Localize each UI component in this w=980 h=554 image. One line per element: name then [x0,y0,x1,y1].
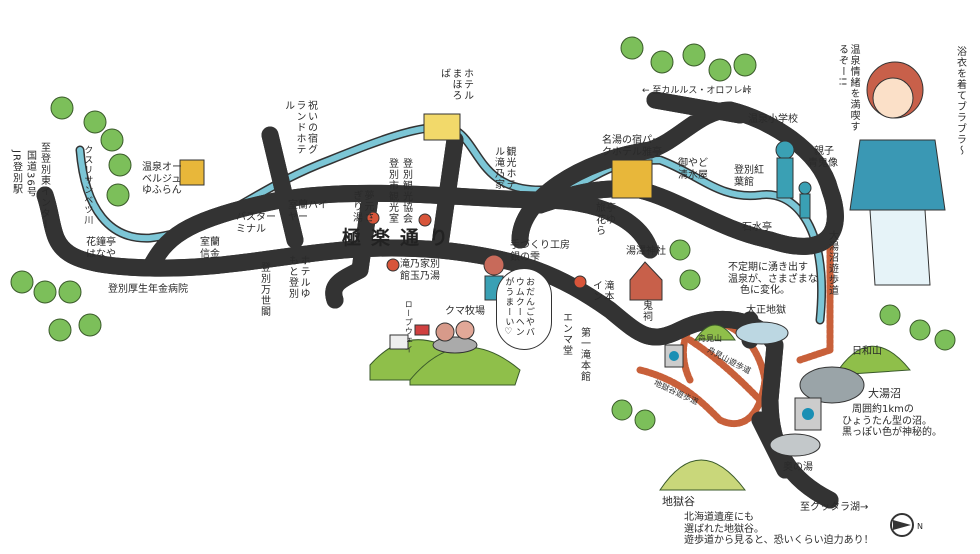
hospital-label: 登別厚生年金病院 [108,284,188,295]
oyunuma-note-line: 周囲約1kmの [852,404,914,415]
school-label: 温泉小学校 [748,114,798,125]
to-kuttara-label: 至クッタラ湖→ [800,502,869,513]
kanko-kyokai-label: 登別観光協会 [400,158,412,224]
bear-park-label: クマ牧場 [445,306,485,317]
speech-bubble: おだんごやバウムクーヘンがうまーい♡ [496,268,552,350]
jigokudani-note: 北海道遺産にも 選ばれた地獄谷。 遊歩道から見ると、恐いくらい迫力あり！ [684,512,874,547]
to-interchange: 至登別東インター [38,142,50,230]
oni-icons [366,211,587,289]
oni-hokora-label: 鬼祠 [640,300,652,322]
park-hotel-label: 名湯の宿パークホテル雅亭 [602,135,662,158]
yumoto-label: ホテルゆもと登別 [286,255,310,299]
ponds [735,321,865,457]
yukata-girl [849,61,946,286]
hills [369,324,911,491]
funamiyama-label: 舟見山 [698,334,722,343]
okunoyu-label: 奥の湯 [783,462,813,473]
kouyoukan-label: 登別紅葉館 [734,165,764,188]
shimizuya-label: 御やど清水屋 [678,158,708,181]
buildings [179,113,663,354]
takinoya-label: 観光ホテル滝乃家 [492,146,516,190]
grand-hotel-label: 祝いの宿グランドホテル [282,100,317,155]
girl-shout-text: 温泉情緒を満喫するぞー!! [836,44,860,132]
to-karurusu-label: ← 至カルルス・オロフレ峠 [642,86,752,96]
oni-statue-line: 青鬼像 [808,157,838,169]
bus-terminal-label: バスターミナル [236,212,276,235]
jigokudani-note-line: 北海道遺産にも [684,512,754,523]
hiyoriyama-label: 日和山 [852,346,882,357]
hanaya-label: 花鐘亭はなや [86,237,116,260]
roads [36,91,835,509]
trees [10,36,956,431]
jigokudani-note-line: 遊歩道から見ると、恐いくらい迫力あり！ [684,535,874,546]
oyunuma-note-line: ひょうたん型の沼。 [842,415,932,427]
mahoroba-label: ホテルまほろば [438,68,473,101]
taisho-note: 不定期に湧き出す 温泉が、さまざまな 色に変化。 [728,262,818,297]
oni-statue-label: 親子 青鬼像 [808,146,838,169]
taisho-note-line: 不定期に湧き出す [728,262,808,273]
ropeway-label: ロープウェイ [404,300,414,354]
takimoto-inn-label: 滝本イン [590,280,614,302]
sekisuitei-label: 石水亭 [742,222,772,233]
oni-statue-line: 親子 [814,146,834,157]
oyunuma-note: 周囲約1kmの ひょうたん型の沼。 黒っぽい色が神秘的。 [842,404,942,439]
river-label: クスリサンベツ川 [82,145,93,225]
kanko-shitsu-label: 登別市観光室 [386,158,398,224]
hanayura-label: 旅亭花ゆら [596,203,616,237]
girl-yukata-text: 浴衣を着てブラブラ〜 [954,46,966,156]
oyunuma-trail-label: 大湯沼遊歩道 [826,230,838,296]
north-compass-icon [890,513,914,537]
taisho-note-line: 温泉が、さまざまな [728,273,818,285]
enmado-label: エンマ堂 [560,312,572,356]
gokuraku-street-title: 極楽通り [342,227,459,249]
jigokudani-note-line: 選ばれた地獄谷。 [684,523,764,535]
yufuran-label: 温泉オーベルジュゆふらん [142,162,182,196]
manseikaku-label: 登別万世閣 [258,262,270,317]
muroran-hire-label: 室蘭ハイヤー [288,200,328,223]
speech-text: おだんごやバウムクーヘンがうまーい♡ [503,277,535,338]
gin-no-shizuku-label: 手づくり工房 銀の雫 [510,240,570,263]
oyunuma-note-line: 黒っぽい色が神秘的。 [842,427,942,438]
taisho-note-line: 色に変化。 [740,285,790,296]
route36: 国道36号 [24,150,36,198]
muroran-shinkin-label: 室蘭信金 [200,237,220,260]
jr-station: JR登別駅 [10,150,22,195]
blue-oni-statue [775,140,812,219]
sagiriyu-label: 夢元さぎり湯 [350,190,374,223]
daiichi-takimotokan-label: 第一滝本館 [578,327,590,382]
oyunuma-label: 大湯沼 [868,387,901,400]
jigokudani-label: 地獄谷 [662,495,695,508]
north-label: N [917,522,923,531]
taisho-jigoku-label: 大正地獄 [746,305,786,316]
tamanoyu-label: 滝乃家別館玉乃湯 [400,259,440,282]
parking-icons [664,344,822,431]
shrine-label: 湯澤神社 [626,246,666,257]
